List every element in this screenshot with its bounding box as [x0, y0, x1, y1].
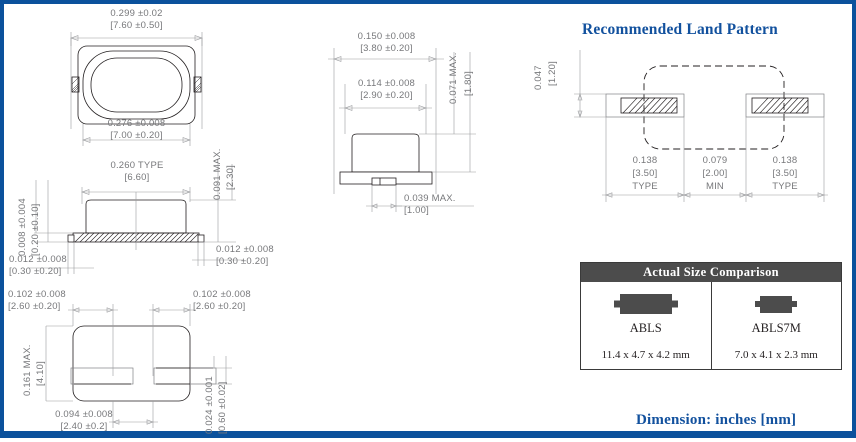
land-pattern-pad-height-in: 0.047 [533, 65, 544, 90]
bottom-view-height-in: 0.161 MAX. [22, 344, 33, 396]
end-view-height-in: 0.071 MAX. [448, 52, 459, 104]
side-view-plate-mm: [0.20 ±0.10] [30, 203, 41, 256]
size-table-body: ABLS 11.4 x 4.7 x 4.2 mm ABLS7M 7.0 x 4.… [581, 282, 841, 370]
actual-size-comparison-table: Actual Size Comparison ABLS 11.4 x 4.7 x… [580, 262, 842, 370]
land-pattern-left-width-in: 0.138 [632, 155, 658, 166]
top-view-body-width-mm: [7.00 ±0.20] [110, 130, 163, 141]
size-table-size-abls7m: 7.0 x 4.1 x 2.3 mm [734, 349, 818, 361]
land-pattern-right-width-mm: [3.50] [772, 168, 798, 179]
bottom-view-pad-left-in: 0.102 ±0.008 [8, 289, 66, 300]
end-view-outer-width-in: 0.150 ±0.008 [357, 31, 416, 42]
abls7m-chip-body [755, 295, 798, 313]
size-table-name-abls7m: ABLS7M [751, 321, 801, 335]
land-pattern-mid-note: MIN [705, 181, 724, 192]
top-view-drawing [70, 32, 203, 146]
end-view-inner-width-mm: [2.90 ±0.20] [360, 90, 413, 101]
size-table-cell-abls: ABLS 11.4 x 4.7 x 4.2 mm [581, 282, 712, 370]
end-view-base-mm: [1.00] [404, 205, 429, 216]
land-pattern-right-width-in: 0.138 [772, 155, 798, 166]
land-pattern-mid-width-mm: [2.00] [702, 168, 728, 179]
size-table-name-abls: ABLS [629, 321, 662, 335]
end-view-inner-width: 0.114 ±0.008 [2.90 ±0.20] [349, 78, 424, 102]
size-table-cell-abls7m: ABLS7M 7.0 x 4.1 x 2.3 mm [712, 282, 842, 370]
bottom-view-pad-right-mm: [2.60 ±0.20] [193, 301, 246, 312]
side-view-height-in: 0.091 MAX. [212, 148, 223, 200]
land-pattern-title: Recommended Land Pattern [582, 21, 778, 38]
top-view-body-width-in: 0.276 ±0.008 [107, 118, 166, 129]
top-view-body-width: 0.276 ±0.008 [7.00 ±0.20] [99, 118, 174, 142]
end-view-height-mm: [1.80] [463, 71, 474, 96]
bottom-view-pad-height-in: 0.024 ±0.001 [204, 376, 215, 434]
land-pattern-right-width: 0.138 [3.50] TYPE [755, 154, 815, 193]
side-view-height-mm: [2.30] [225, 165, 236, 190]
abls-chip-body [613, 294, 678, 314]
side-view-length: 0.260 TYPE [6.60] [102, 160, 172, 184]
bottom-view-height-mm: [4.10] [35, 361, 46, 386]
abls-chip-graphic [613, 291, 678, 317]
end-view-outer-width: 0.150 ±0.008 [3.80 ±0.20] [349, 31, 424, 55]
abls-chip-tab-left [613, 300, 620, 308]
side-view-plate-in: 0.008 ±0.004 [17, 198, 28, 256]
abls7m-chip-tab-right [792, 301, 798, 307]
land-pattern-left-width: 0.138 [3.50] TYPE [615, 154, 675, 193]
abls7m-chip-graphic [755, 291, 798, 317]
side-view-lead-right-mm: [0.30 ±0.20] [216, 256, 269, 267]
bottom-view-gap-mm: [2.40 ±0.2] [60, 421, 108, 432]
bottom-view-gap: 0.094 ±0.008 [2.40 ±0.2] [51, 409, 117, 433]
bottom-view-pad-height-mm: [0.60 ±0.02] [217, 381, 228, 434]
bottom-view-gap-in: 0.094 ±0.008 [55, 409, 113, 420]
end-view-inner-width-in: 0.114 ±0.008 [357, 78, 416, 89]
abls-chip-tab-right [671, 300, 678, 308]
land-pattern-left-note: TYPE [632, 181, 658, 192]
top-view-outer-width: 0.299 ±0.02 [7.60 ±0.50] [99, 8, 174, 32]
land-pattern-mid-width-in: 0.079 [702, 155, 728, 166]
end-view-outer-width-mm: [3.80 ±0.20] [360, 43, 413, 54]
side-view-length-mm: [6.60] [124, 172, 150, 183]
top-view-outer-width-mm: [7.60 ±0.50] [110, 20, 163, 31]
side-view-lead-left-mm: [0.30 ±0.20] [9, 266, 62, 277]
land-pattern-drawing [574, 50, 828, 202]
side-view-drawing [28, 164, 244, 274]
drawing-canvas [28, 32, 828, 428]
bottom-view-pad-left-mm: [2.60 ±0.20] [8, 301, 61, 312]
bottom-view-pad-right-in: 0.102 ±0.008 [193, 289, 251, 300]
side-view-lead-right-in: 0.012 ±0.008 [216, 244, 274, 255]
end-view-drawing [328, 48, 476, 212]
bottom-view-pad-right: 0.102 ±0.008 [2.60 ±0.20] [193, 289, 259, 313]
top-view-outer-width-in: 0.299 ±0.02 [110, 8, 163, 19]
size-table-size-abls: 11.4 x 4.7 x 4.2 mm [601, 349, 690, 361]
side-view-lead-left-in: 0.012 ±0.008 [9, 254, 67, 265]
end-view-base: 0.039 MAX. [1.00] [404, 193, 474, 217]
dimension-units-note: Dimension: inches [mm] [636, 412, 797, 428]
side-view-lead-left: 0.012 ±0.008 [0.30 ±0.20] [9, 254, 71, 278]
bottom-view-drawing [45, 304, 232, 428]
side-view-lead-right: 0.012 ±0.008 [0.30 ±0.20] [216, 244, 284, 268]
size-table-header: Actual Size Comparison [581, 263, 841, 282]
land-pattern-pad-height-mm: [1.20] [547, 61, 558, 86]
end-view-base-in: 0.039 MAX. [404, 193, 456, 204]
bottom-view-pad-left: 0.102 ±0.008 [2.60 ±0.20] [8, 289, 74, 313]
land-pattern-right-note: TYPE [772, 181, 798, 192]
land-pattern-mid-width: 0.079 [2.00] MIN [685, 154, 745, 193]
land-pattern-left-width-mm: [3.50] [632, 168, 658, 179]
abls7m-chip-tab-left [755, 301, 761, 307]
side-view-length-in: 0.260 TYPE [110, 160, 164, 171]
